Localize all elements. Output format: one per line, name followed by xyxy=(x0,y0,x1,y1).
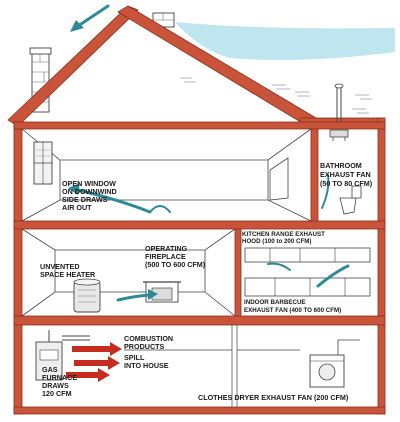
label-dryer-fan: CLOTHES DRYER EXHAUST FAN (200 CFM) xyxy=(198,393,349,402)
unvented-space-heater xyxy=(74,279,100,312)
label-barbecue-fan: INDOOR BARBECUE EXHAUST FAN (400 TO 600 … xyxy=(244,299,341,314)
right-outer-wall xyxy=(378,118,385,414)
open-window xyxy=(34,142,52,184)
first-floor xyxy=(14,316,385,325)
attic-floor xyxy=(14,122,385,129)
label-kitchen-range: KITCHEN RANGE EXHAUST HOOD (100 to 200 C… xyxy=(242,231,327,245)
kitchen-partition xyxy=(235,229,241,316)
label-combustion: COMBUSTION PRODUCTS xyxy=(124,334,175,351)
attic-vent-pipe xyxy=(335,84,343,122)
bathroom-exhaust-fan xyxy=(330,130,348,141)
clothes-dryer xyxy=(310,355,344,387)
label-space-heater: UNVENTED SPACE HEATER xyxy=(40,262,96,279)
second-floor xyxy=(14,221,385,229)
bathroom-partition xyxy=(311,129,318,221)
left-outer-wall xyxy=(14,122,22,414)
label-fireplace: OPERATING FIREPLACE (500 TO 600 CFM) xyxy=(145,244,206,269)
basement-slab xyxy=(14,407,385,414)
range-hood-air-arrow xyxy=(268,264,290,270)
dryer-vent-pipe xyxy=(338,340,360,355)
window-air-swirl xyxy=(150,206,170,212)
upper-room-side-window xyxy=(270,158,288,200)
kitchen-cabinets xyxy=(245,248,370,296)
outdoor-wind-arrow xyxy=(78,6,108,26)
roof-left xyxy=(8,6,138,126)
label-open-window: OPEN WINDOW ON DOWNWIND SIDE DRAWS AIR O… xyxy=(62,179,119,212)
label-spill: SPILL INTO HOUSE xyxy=(124,353,169,370)
toilet xyxy=(340,186,361,214)
fireplace-air-arrow xyxy=(118,295,150,300)
roof-right xyxy=(118,6,316,124)
label-bathroom-fan: BATHROOM EXHAUST FAN (50 TO 80 CFM) xyxy=(320,161,373,188)
